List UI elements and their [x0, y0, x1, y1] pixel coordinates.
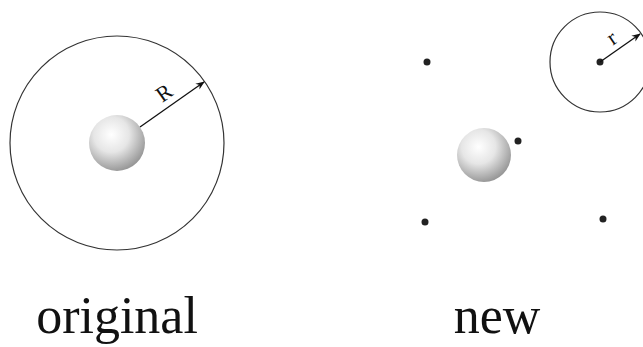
sphere — [89, 115, 145, 171]
point — [515, 138, 522, 145]
radius-arrow — [140, 82, 204, 127]
point — [424, 59, 431, 66]
radius-label: r — [603, 27, 622, 49]
boundary-circle — [10, 36, 224, 250]
point — [600, 216, 607, 223]
radius-label: R — [152, 80, 177, 106]
caption-word: original — [36, 290, 198, 342]
caption-word: new — [454, 290, 541, 342]
radius-arrow — [600, 34, 640, 62]
boundary-circle — [550, 12, 643, 112]
point — [422, 219, 429, 226]
sphere — [457, 128, 511, 182]
